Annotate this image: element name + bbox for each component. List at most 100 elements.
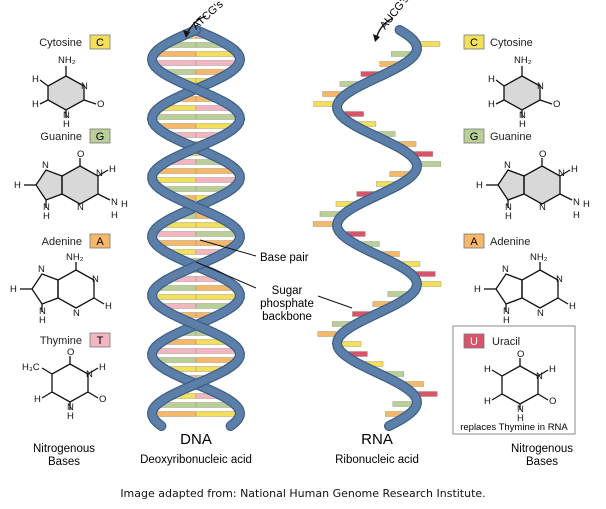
g-h9: H: [43, 211, 50, 222]
u-n1: N: [517, 404, 524, 415]
right-adenine-name: Adenine: [490, 236, 530, 248]
a-h9: H: [39, 315, 46, 326]
rg-n3: N: [539, 202, 546, 213]
sugar-backbone-annotation: Sugar phosphate backbone: [195, 261, 353, 323]
right-cytosine-name: Cytosine: [490, 37, 533, 49]
g-h8: H: [14, 180, 21, 191]
left-guanine-name: Guanine: [40, 131, 82, 143]
c-n3: N: [81, 81, 88, 92]
rc-h6: H: [488, 99, 495, 110]
left-guanine-letter: G: [96, 131, 105, 143]
cytosine-structure-right: NH₂ N O N H H H: [488, 55, 560, 130]
rna-subtitle: Ribonucleic acid: [335, 454, 419, 466]
uracil-structure: O N H O N H H H: [484, 349, 556, 424]
g-n1: N: [96, 168, 103, 179]
rc-h1: H: [519, 119, 526, 130]
dna-backbone-strand: [148, 26, 244, 430]
uracil-tag: [463, 333, 485, 349]
rc-nh2: NH₂: [514, 55, 532, 66]
ra-n9: N: [503, 306, 510, 317]
cytosine-tag-left: [89, 34, 111, 50]
c-n1: N: [63, 110, 70, 121]
right-adenine-letter: A: [470, 236, 478, 248]
dna-double-helix: [146, 25, 246, 431]
left-cytosine-name: Cytosine: [39, 37, 82, 49]
a-n9: N: [39, 306, 46, 317]
dna-base-rung: [151, 411, 197, 417]
right-adenine: A Adenine NH₂ N N N N H H H: [463, 233, 576, 326]
t-h3: H: [99, 362, 106, 373]
left-thymine: Thymine T O N H O N H H₃C H: [22, 332, 111, 422]
sugar-label-line2: phosphate: [260, 298, 314, 310]
rc-n1: N: [519, 110, 526, 121]
left-nitrogenous-line2: Bases: [48, 456, 80, 468]
left-guanine: Guanine G O N H N N H H N N H H: [14, 128, 128, 222]
rg-h2b: H: [573, 210, 580, 221]
left-adenine: Adenine A NH₂ N N N N H H H: [10, 233, 112, 326]
rna-backbone-strand: [333, 26, 421, 430]
right-guanine-name: Guanine: [490, 131, 532, 143]
adenine-structure-right: NH₂ N N N N H H H: [474, 252, 576, 326]
left-thymine-letter: T: [97, 335, 104, 347]
right-guanine-letter: G: [470, 131, 479, 143]
u-n3: N: [536, 371, 543, 382]
left-nitrogenous-line1: Nitrogenous: [33, 443, 95, 455]
right-nitrogenous-line2: Bases: [526, 456, 558, 468]
sugar-label-line1: Sugar: [272, 285, 303, 297]
guanine-structure-left: O N H N N H H N N H H: [14, 149, 128, 222]
guanine-tag-left: [89, 128, 111, 144]
t-h3c: H₃C: [22, 362, 40, 373]
a-h8: H: [10, 284, 17, 295]
c-h6: H: [32, 99, 39, 110]
a-h2: H: [105, 301, 112, 312]
c-h5: H: [32, 74, 39, 85]
dna-pointer-label: ATCG's: [190, 0, 226, 32]
a-nh2: NH₂: [66, 252, 84, 263]
c-h1: H: [63, 119, 70, 130]
g-h1: H: [109, 164, 116, 175]
rg-h2: H: [583, 199, 590, 210]
rg-n2: N: [573, 197, 580, 208]
right-nitrogenous-line1: Nitrogenous: [511, 443, 573, 455]
guanine-structure-right: O N H N N H H N N H H: [476, 149, 590, 222]
u-h5: H: [484, 364, 491, 375]
ra-h9: H: [503, 315, 510, 326]
right-guanine: G Guanine O N H N N H H N N H H: [463, 128, 590, 222]
g-n7: N: [42, 160, 49, 171]
g-n9: N: [43, 202, 50, 213]
uracil-note: replaces Thymine in RNA: [460, 422, 568, 433]
t-h6: H: [34, 394, 41, 405]
g-n3: N: [77, 202, 84, 213]
dna-base-rung: [195, 411, 241, 417]
dna-backbone-strand: [148, 26, 244, 430]
base-pair-label: Base pair: [260, 252, 309, 264]
dna-title: DNA: [180, 431, 212, 448]
a-n1: N: [92, 274, 99, 285]
g-h2b: H: [111, 210, 118, 221]
ra-nh2: NH₂: [530, 252, 548, 263]
right-uracil: U Uracil O N H O N H H H replaces Thymin…: [452, 325, 576, 435]
rc-o: O: [553, 99, 560, 110]
ra-n7: N: [502, 264, 509, 275]
rg-h1: H: [571, 164, 578, 175]
dna-subtitle: Deoxyribonucleic acid: [140, 454, 252, 466]
cytosine-tag-right: [463, 34, 485, 50]
u-h1: H: [517, 413, 524, 424]
sugar-label-line3: backbone: [262, 311, 312, 323]
thymine-tag-left: [89, 332, 111, 348]
c-nh2: NH₂: [58, 55, 76, 66]
t-h1: H: [67, 411, 74, 422]
t-o4: O: [67, 347, 74, 358]
left-thymine-name: Thymine: [40, 335, 82, 347]
thymine-structure-left: O N H O N H H₃C H: [22, 347, 106, 422]
dna-base-rung: [195, 294, 241, 300]
left-cytosine: Cytosine C NH₂ N O N H H H: [32, 34, 111, 130]
rg-n7: N: [504, 160, 511, 171]
adenine-tag-left: [89, 233, 111, 249]
a-n7: N: [38, 264, 45, 275]
credit-caption: Image adapted from: National Human Genom…: [120, 487, 486, 500]
ra-h2: H: [569, 301, 576, 312]
t-n3: N: [86, 369, 93, 380]
u-o2: O: [549, 396, 556, 407]
